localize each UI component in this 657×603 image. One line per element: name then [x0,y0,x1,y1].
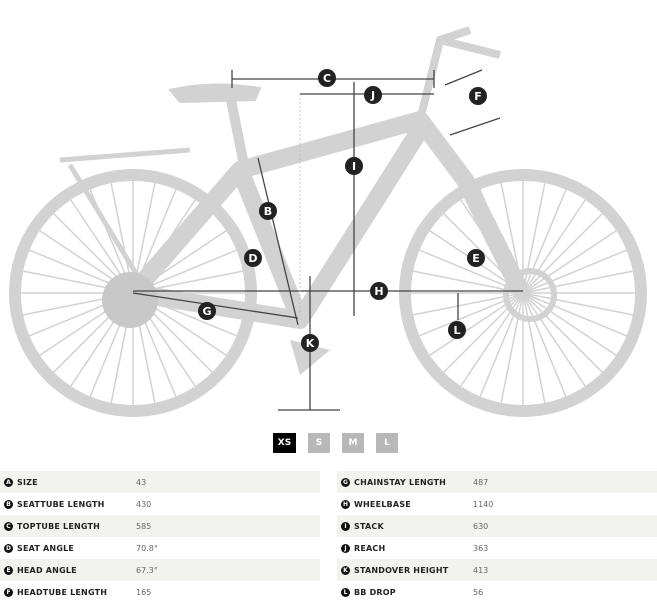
spoke [522,183,546,294]
spoke [522,270,633,294]
svg-text:J: J [370,89,375,102]
letter-badge: D [4,543,13,553]
dimension-marker-g: G [198,302,216,320]
spoke [522,249,627,294]
letter-badge: B [4,499,13,509]
svg-text:C: C [323,72,331,85]
letter-badge: I [341,521,350,531]
measurement-value: 165 [136,587,152,597]
svg-text:B: B [264,205,272,218]
spoke [522,213,603,294]
spoke [522,292,546,403]
dimension-marker-l: L [448,321,466,339]
spoke [522,292,633,316]
spoke [479,292,524,397]
measurement-value: 585 [136,521,152,531]
table-row: A SIZE 43 [0,471,320,493]
bike-geometry-diagram: B C D E F G H I J K L [9,26,647,417]
svg-text:D: D [248,252,257,265]
table-row: L BB DROP 56 [337,581,657,603]
svg-text:K: K [306,337,315,350]
size-button-l[interactable]: L [376,433,398,453]
spoke [522,292,617,356]
spoke [500,292,524,403]
table-row: F HEADTUBE LENGTH 165 [0,581,320,603]
letter-badge: C [4,521,13,531]
dimension-marker-d: D [244,249,262,267]
measurement-label: BB DROP [354,587,396,597]
measurement-value: 630 [473,521,489,531]
dimension-marker-e: E [467,249,485,267]
spoke [522,292,567,397]
svg-text:E: E [472,252,480,265]
bike-silhouette [9,26,647,417]
measurement-label: TOPTUBE LENGTH [17,521,101,531]
svg-text:G: G [202,305,211,318]
letter-badge: H [341,499,350,509]
measurement-label: SEATTUBE LENGTH [17,499,105,509]
svg-text:H: H [374,285,383,298]
spoke [522,292,603,373]
measurement-value: 1140 [473,499,494,509]
letter-badge: J [341,543,350,553]
dimension-marker-c: C [318,69,336,87]
table-row: K STANDOVER HEIGHT 413 [337,559,657,581]
dimension-marker-h: H [370,282,388,300]
measurement-value: 56 [473,587,484,597]
table-row: H WHEELBASE 1140 [337,493,657,515]
dimension-marker-j: J [364,86,382,104]
measurement-value: 43 [136,477,147,487]
letter-badge: A [4,477,13,487]
table-row: I STACK 630 [337,515,657,537]
letter-badge: G [341,477,350,487]
spoke [522,230,617,294]
table-row: G CHAINSTAY LENGTH 487 [337,471,657,493]
measurement-label: HEADTUBE LENGTH [17,587,108,597]
measurement-label: SEAT ANGLE [17,543,75,553]
dimension-marker-b: B [259,202,277,220]
table-row: D SEAT ANGLE 70.8° [0,537,320,559]
spoke [522,189,567,294]
measurement-label: SIZE [17,477,38,487]
size-button-xs[interactable]: XS [273,433,296,453]
spoke [522,292,586,387]
svg-text:I: I [352,160,356,173]
measurement-label: STANDOVER HEIGHT [354,565,449,575]
size-button-m[interactable]: M [342,433,364,453]
table-row: E HEAD ANGLE 67.3° [0,559,320,581]
letter-badge: E [4,565,13,575]
letter-badge: F [4,587,13,597]
measurement-value: 487 [473,477,489,487]
letter-badge: L [341,587,350,597]
table-row: B SEATTUBE LENGTH 430 [0,493,320,515]
measurement-label: STACK [354,521,384,531]
measurement-value: 67.3° [136,565,158,575]
table-row: C TOPTUBE LENGTH 585 [0,515,320,537]
dimension-marker-i: I [345,157,363,175]
spoke [522,199,586,294]
measurement-value: 413 [473,565,489,575]
dimension-lines [132,69,523,411]
measurement-label: REACH [354,543,386,553]
measurement-value: 430 [136,499,152,509]
measurement-label: CHAINSTAY LENGTH [354,477,447,487]
size-button-s[interactable]: S [308,433,330,453]
svg-text:L: L [453,324,460,337]
measurement-value: 363 [473,543,489,553]
dimension-marker-f: F [469,87,487,105]
measurement-label: HEAD ANGLE [17,565,77,575]
svg-text:F: F [474,90,482,103]
spoke [522,292,627,337]
measurement-label: WHEELBASE [354,499,411,509]
measurement-value: 70.8° [136,543,158,553]
letter-badge: K [341,565,350,575]
table-row: J REACH 363 [337,537,657,559]
dimension-marker-k: K [301,334,319,352]
